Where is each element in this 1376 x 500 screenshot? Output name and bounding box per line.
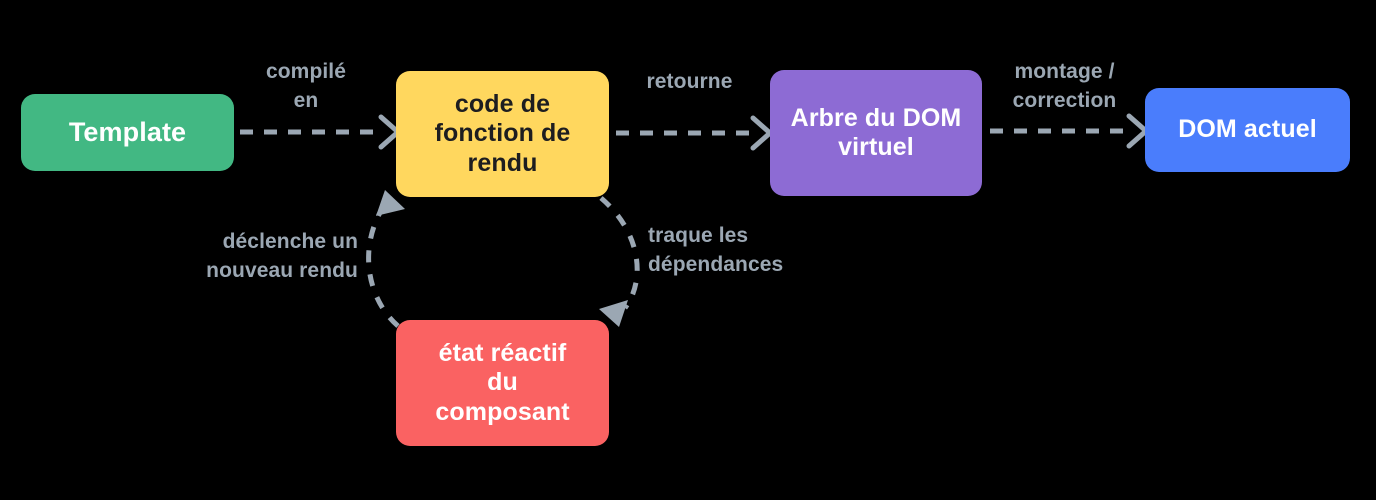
- edge-mount: [990, 113, 1150, 149]
- node-virtual-dom-tree-label: Arbre du DOM virtuel: [790, 103, 962, 162]
- node-reactive-state[interactable]: état réactif du composant: [396, 320, 609, 446]
- edge-label-compile: compilé en: [265, 60, 347, 112]
- edge-track: [599, 196, 640, 327]
- node-reactive-state-label: état réactif du composant: [435, 338, 570, 426]
- node-render-function-label: code de fonction de rendu: [434, 89, 571, 177]
- node-actual-dom[interactable]: DOM actuel: [1145, 88, 1350, 172]
- edge-label-mount: montage / correction: [1012, 60, 1117, 112]
- node-actual-dom-label: DOM actuel: [1178, 115, 1317, 144]
- edge-label-returns: retourne: [646, 70, 733, 93]
- edge-label-trigger-rerender: déclenche un nouveau rendu: [206, 230, 358, 282]
- edge-compile: [240, 114, 402, 150]
- node-virtual-dom-tree[interactable]: Arbre du DOM virtuel: [770, 70, 982, 196]
- edge-returns: [616, 115, 774, 151]
- edge-rerender: [366, 190, 405, 328]
- node-template-label: Template: [68, 116, 187, 147]
- node-template[interactable]: Template: [21, 94, 234, 171]
- edge-label-track-dependencies: traque les dépendances: [648, 224, 784, 276]
- node-render-function[interactable]: code de fonction de rendu: [396, 71, 609, 197]
